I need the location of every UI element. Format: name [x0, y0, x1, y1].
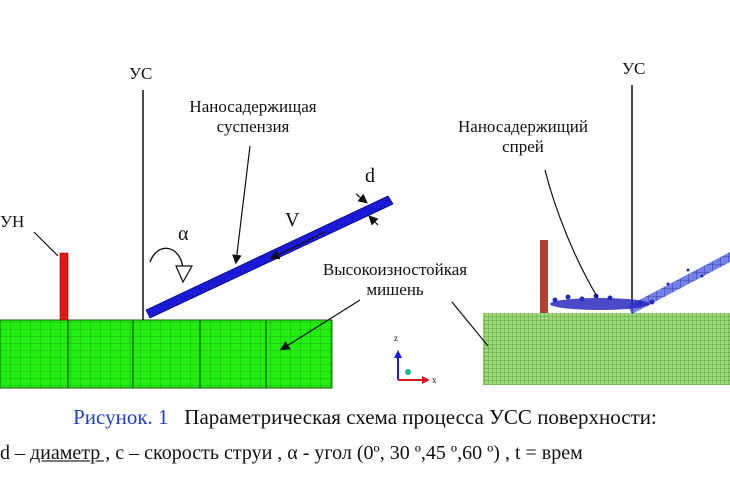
alpha-curved-arrow	[149, 247, 194, 284]
process-schematic-figure	[0, 85, 730, 389]
velocity-arrow	[269, 231, 326, 260]
axis-x-label: x	[432, 375, 437, 385]
figure-number: Рисунок. 1	[73, 405, 169, 429]
us-left-label: УС	[129, 64, 153, 83]
un-leader	[33, 231, 59, 257]
spray-leader	[544, 169, 599, 299]
caption-text: Параметрическая схема процесса УСС повер…	[184, 405, 657, 429]
un-label: УН	[0, 212, 25, 231]
target-label: Высокоизностойкая мишень	[300, 260, 490, 300]
d-label: d	[365, 165, 375, 187]
spray-label-line1: Наносадержищий	[458, 117, 588, 136]
suspension-label: Наносадержищая суспензия	[158, 97, 348, 137]
velocity-label: V	[285, 209, 300, 231]
suspension-label-line2: суспензия	[216, 117, 290, 136]
right-spray	[550, 252, 730, 314]
left-target-block	[0, 319, 333, 389]
left-jet	[145, 195, 394, 319]
spray-label-line2: спрей	[502, 137, 544, 156]
right-target-block	[483, 313, 730, 385]
right-nozzle	[540, 240, 548, 313]
left-nozzle	[59, 252, 69, 321]
legend-diameter: диаметр ,	[30, 442, 111, 464]
coordinate-axes-icon	[394, 350, 430, 384]
suspension-leader	[232, 145, 251, 265]
target-label-line1: Высокоизностойкая	[322, 260, 468, 279]
target-label-line2: мишень	[366, 280, 424, 299]
legend-rest: с – скорость струи , α - угол (0º, 30 º,…	[110, 442, 583, 464]
spray-label: Наносадержищий спрей	[428, 117, 618, 157]
legend-d: d –	[0, 442, 30, 464]
d-arrow-top	[355, 193, 368, 204]
figure-caption: Рисунок. 1 Параметрическая схема процесс…	[0, 404, 730, 430]
legend-line: d – диаметр , с – скорость струи , α - у…	[0, 440, 730, 466]
axis-z-label: z	[394, 333, 398, 343]
d-arrow-bottom	[368, 215, 379, 226]
right-target-leader	[451, 301, 489, 347]
alpha-label: α	[178, 223, 189, 245]
target-leader	[279, 299, 361, 351]
suspension-label-line1: Наносадержищая	[189, 97, 317, 116]
us-right-label: УС	[622, 59, 646, 78]
